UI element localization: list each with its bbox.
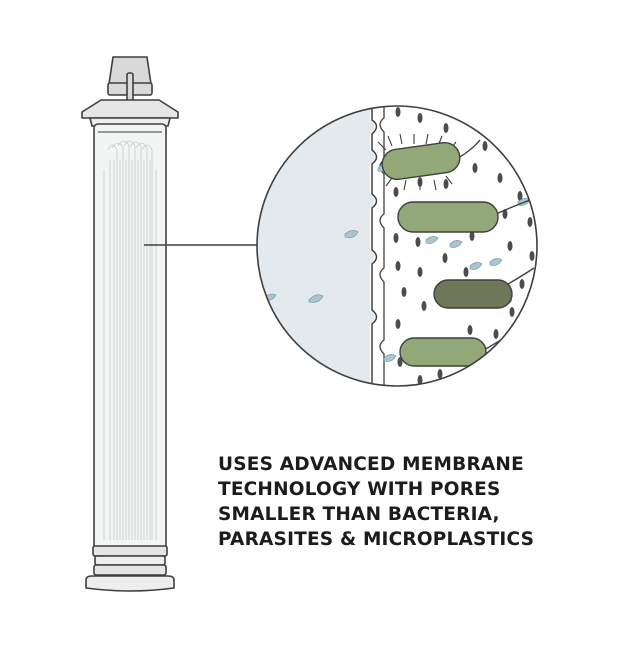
zoom-circle <box>257 106 537 386</box>
hollow-fiber-strands <box>103 140 157 540</box>
membrane-pores <box>393 107 535 385</box>
caption-line-2: TECHNOLOGY WITH PORES <box>218 479 501 500</box>
caption-line-1: USES ADVANCED MEMBRANE <box>218 454 524 475</box>
zoom-circle-outline <box>256 105 538 387</box>
caption-line-3: SMALLER THAN BACTERIA, <box>218 504 500 525</box>
membrane-caption: USES ADVANCED MEMBRANE TECHNOLOGY WITH P… <box>218 452 608 552</box>
caption-line-4: PARASITES & MICROPLASTICS <box>218 529 535 550</box>
bacteria-icon <box>377 133 535 367</box>
water-filter-straw-icon <box>81 56 179 592</box>
